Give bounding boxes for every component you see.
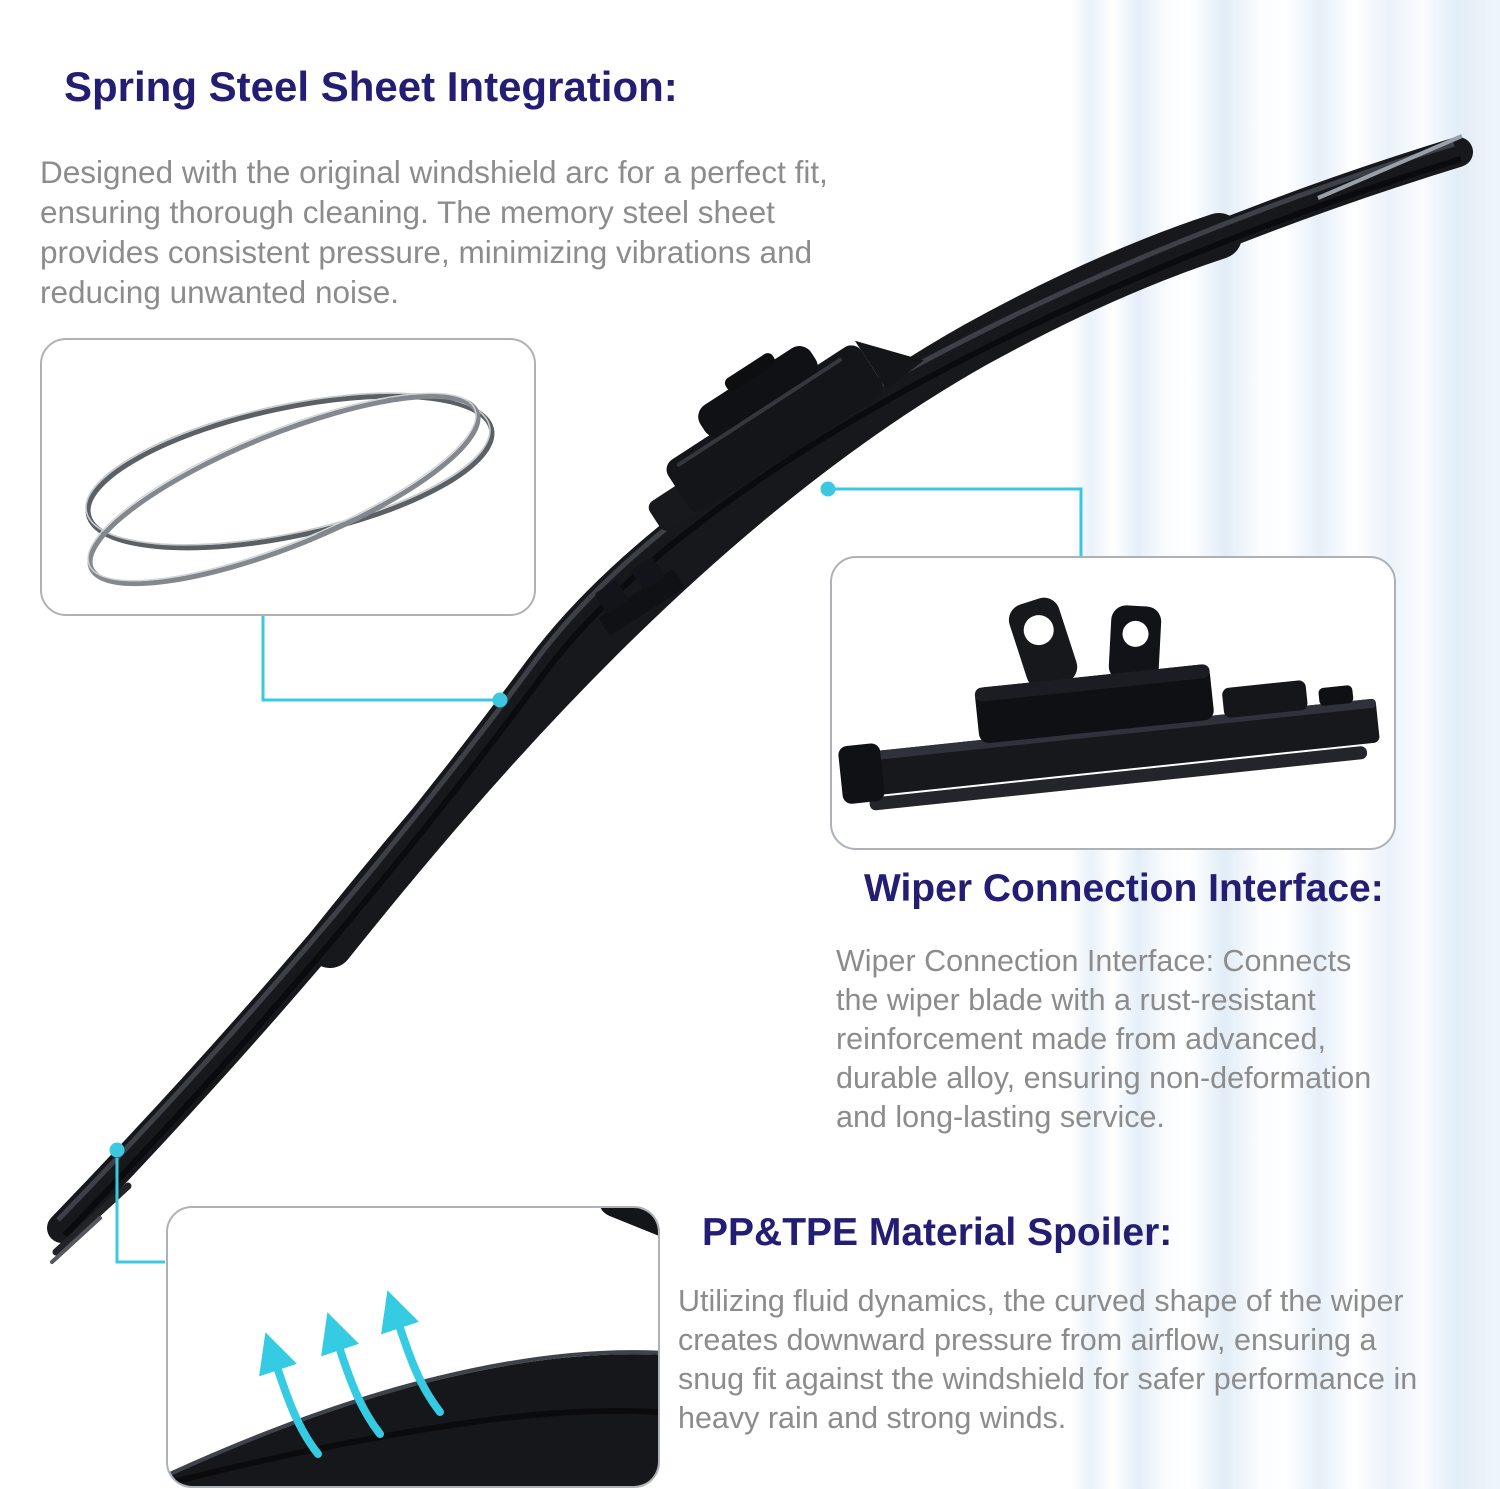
airflow-arrows bbox=[259, 1290, 444, 1458]
blade-tip-squeegee-edge bbox=[50, 1216, 102, 1264]
callout-spring-steel bbox=[40, 338, 536, 616]
connector-line bbox=[261, 613, 497, 702]
connector-dot bbox=[492, 692, 508, 708]
connector-spring-steel bbox=[261, 613, 508, 708]
wiper-adapter bbox=[648, 340, 924, 531]
section-title-spoiler: PP&TPE Material Spoiler: bbox=[702, 1211, 1173, 1254]
connector-dot bbox=[820, 481, 836, 497]
connector-line bbox=[828, 487, 1083, 556]
section-body-connection: Wiper Connection Interface: Connects the… bbox=[836, 944, 1372, 1134]
spoiler-edge-highlight bbox=[168, 1350, 658, 1477]
connector-connection-interface bbox=[820, 481, 1083, 556]
spoiler-ridge bbox=[168, 1407, 658, 1486]
section-body-spoiler: Utilizing fluid dynamics, the curved sha… bbox=[678, 1284, 1418, 1435]
connector-dot bbox=[109, 1142, 125, 1158]
connector-spoiler bbox=[109, 1142, 165, 1264]
section-title-connection: Wiper Connection Interface: bbox=[864, 867, 1384, 910]
spring-steel-sheets-icon bbox=[85, 392, 495, 587]
callout-connection-interface bbox=[830, 556, 1396, 850]
connection-interface-icon bbox=[838, 597, 1380, 811]
connector-line bbox=[115, 1158, 165, 1264]
section-body-spring-steel: Designed with the original windshield ar… bbox=[40, 154, 828, 310]
blade-section bbox=[598, 1208, 658, 1254]
airflow-arrows-icon bbox=[168, 1208, 658, 1486]
blade-claw-bracket bbox=[595, 557, 684, 635]
callout-spoiler bbox=[166, 1206, 660, 1488]
section-title-spring-steel: Spring Steel Sheet Integration: bbox=[64, 63, 678, 110]
